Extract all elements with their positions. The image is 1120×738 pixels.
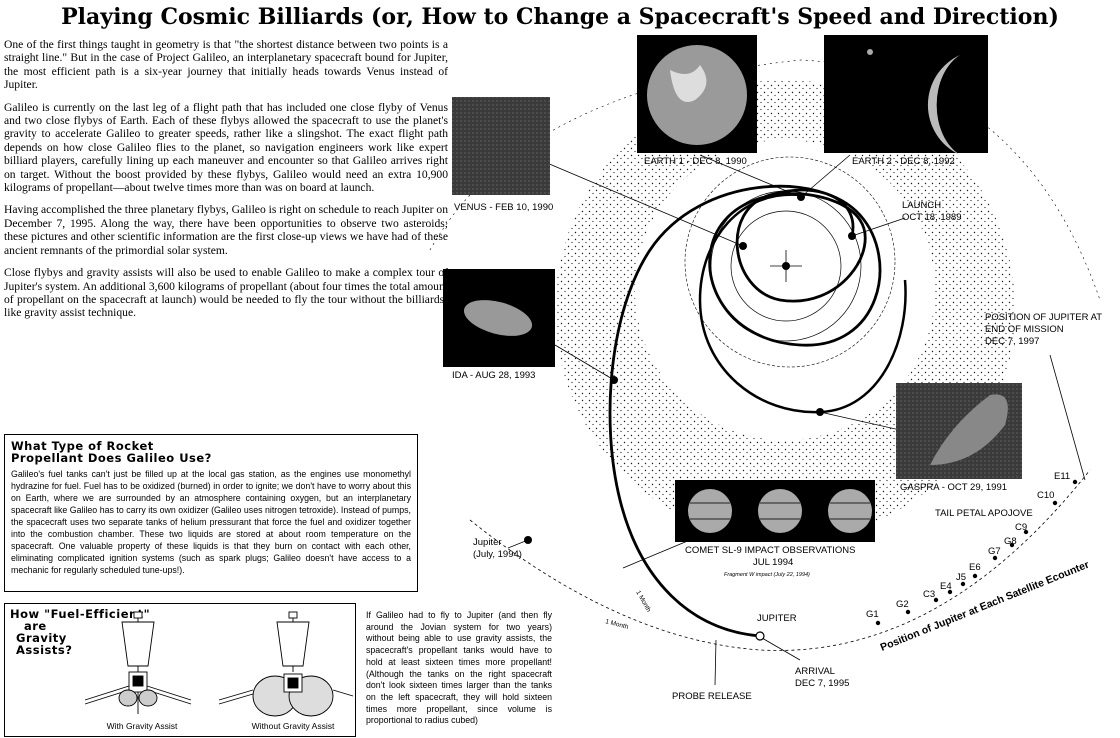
end-label-1: POSITION OF JUPITER AT [985,312,1102,323]
venus-orbit [730,210,842,322]
propellant-text: Galileo's fuel tanks can't just be fille… [11,469,411,575]
svg-text:G2: G2 [896,599,909,610]
intro-text: One of the first things taught in geomet… [4,38,448,329]
svg-text:G8: G8 [1004,536,1017,547]
efficiency-heading-1: How "Fuel-Efficient" [10,607,151,621]
earth2-image [824,35,988,153]
launch-date: OCT 18, 1989 [902,212,962,223]
galileo-trajectory [608,184,882,638]
probe-label: PROBE RELEASE [672,691,752,702]
efficiency-heading-3: Gravity [16,631,67,645]
comet-label: COMET SL-9 IMPACT OBSERVATIONS [685,545,856,556]
svg-text:E6: E6 [969,562,981,573]
svg-text:G1: G1 [866,609,879,620]
comet-note: Fragment W impact (July 22, 1994) [724,572,810,578]
caption-without-assist: Without Gravity Assist [251,721,335,731]
arrival-label: ARRIVAL [795,666,835,677]
launch-label: LAUNCH [902,200,941,211]
month-label-1: 1 Month [634,590,652,614]
spacecraft-without-assist-icon [218,611,354,717]
gaspra-label: GASPRA - OCT 29, 1991 [900,482,1007,493]
apojove-label: TAIL PETAL APOJOVE [935,508,1033,519]
spacecraft-drawings [84,611,354,717]
earth1-label: EARTH 1 - DEC 8, 1990 [644,156,747,167]
efficiency-box: How "Fuel-Efficient" are Gravity Assists… [4,603,356,737]
intro-paragraph-1: One of the first things taught in geomet… [4,38,448,92]
efficiency-heading-4: Assists? [16,643,73,657]
propellant-heading-2: Propellant Does Galileo Use? [11,451,212,465]
arrival-date: DEC 7, 1995 [795,678,849,689]
page-title: Playing Cosmic Billiards (or, How to Cha… [61,4,1059,30]
caption-with-assist: With Gravity Assist [106,721,178,731]
svg-text:C3: C3 [923,589,935,600]
end-label-3: DEC 7, 1997 [985,336,1039,347]
venus-label: VENUS - FEB 10, 1990 [454,202,553,213]
comet-date: JUL 1994 [753,557,793,568]
earth2-label: EARTH 2 - DEC 8, 1992 [852,156,955,167]
encounter-dots [875,479,1078,626]
ida-label: IDA - AUG 28, 1993 [452,370,535,381]
jupiter-1994-date: (July, 1994) [473,549,522,560]
encounter-arc-label: Position of Jupiter at Each Satellite Ec… [879,559,1091,654]
intro-paragraph-2: Galileo is currently on the last leg of … [4,100,448,195]
svg-text:C9: C9 [1015,522,1027,533]
encounter-labels: G1 G2 C3 E4 J5 E6 G7 G8 C9 C10 E11 [866,471,1070,620]
efficiency-heading-2: are [24,619,47,633]
propellant-box: What Type of Rocket Propellant Does Gali… [4,434,418,592]
svg-text:E4: E4 [940,581,952,592]
sun-icon [770,250,802,282]
end-label-2: END OF MISSION [985,324,1064,335]
venus-image [452,97,550,195]
svg-text:G7: G7 [988,546,1001,557]
svg-text:J5: J5 [956,572,966,583]
jupiter-label: JUPITER [757,613,797,624]
svg-text:E11: E11 [1054,471,1070,482]
month-label-2: 1 Month [604,618,629,631]
efficiency-side-text: If Galileo had to fly to Jupiter (and th… [366,610,552,726]
propellant-heading-1: What Type of Rocket [11,439,154,453]
spacecraft-with-assist-icon [84,611,192,714]
jupiter-1994-label: Jupiter [473,537,502,548]
intro-paragraph-4: Close flybys and gravity assists will al… [4,266,448,320]
svg-text:C10: C10 [1037,490,1054,501]
intro-paragraph-3: Having accomplished the three planetary … [4,203,448,257]
